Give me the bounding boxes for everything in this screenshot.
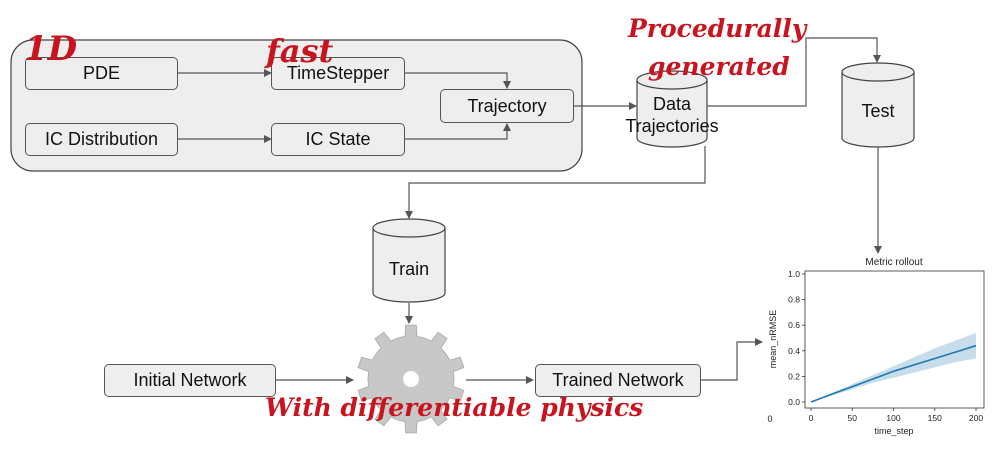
arrow-icstate-trajectory [405,123,511,140]
connectors [178,37,882,384]
annotation-1d: 1D [24,29,78,69]
y-tick-label: 0.6 [788,320,800,330]
test-cylinder [841,62,915,148]
arrow-data-test [707,37,881,107]
x-tick-label: 150 [928,413,942,423]
y-tick-label: 1.0 [788,269,800,279]
chart-axes-frame [804,270,985,409]
arrow-data-train [405,146,706,219]
x-tick-label: 100 [886,413,900,423]
pde-box: PDE [25,57,178,90]
ic-distribution-box: IC Distribution [25,123,178,156]
data-trajectories-cylinder [636,70,708,148]
x-tick-label: 50 [848,413,858,423]
x-tick-label: 0 [809,413,814,423]
annotation-fast: fast [266,32,334,70]
chart-stray-tick: 0 [767,414,772,424]
data-trajectories-label: Data Trajectories [625,93,718,137]
chart-ticks: 0 50 100 150 200 0.0 0.2 0.4 0.6 0.8 1.0 [788,269,983,423]
test-label: Test [861,101,895,121]
y-tick-label: 0.0 [788,397,800,407]
ic-state-box: IC State [271,123,405,156]
y-tick-label: 0.2 [788,371,800,381]
annotation-with-physics: With differentiable physics [265,393,644,422]
train-label: Train [388,259,430,279]
chart-ylabel: mean_nRMSE [768,310,778,369]
chart-title: Metric rollout [865,257,922,268]
annotation-generated: generated [648,52,790,81]
series-confidence-band [811,332,976,402]
trained-network-box: Trained Network [535,364,701,397]
y-tick-label: 0.8 [788,295,800,305]
initial-network-box: Initial Network [104,364,276,397]
arrow-trained-chart [701,338,763,381]
data-label-line1: Data [652,94,692,114]
series-line [810,344,977,403]
timestepper-box: TimeStepper [271,57,405,90]
y-tick-label: 0.4 [788,346,800,356]
data-label-line2: Trajectories [625,116,719,136]
arrow-timestepper-trajectory [405,72,511,89]
x-tick-label: 200 [969,413,983,423]
training-gear-icon [357,324,465,434]
annotation-procedurally: Procedurally [628,14,807,43]
trajectory-box: Trajectory [440,89,574,123]
metric-rollout-chart: 0 50 100 150 200 0.0 0.2 0.4 0.6 0.8 1.0 Metric ro… [767,257,985,436]
chart-xlabel: time_step [874,426,913,436]
train-cylinder [372,218,446,303]
